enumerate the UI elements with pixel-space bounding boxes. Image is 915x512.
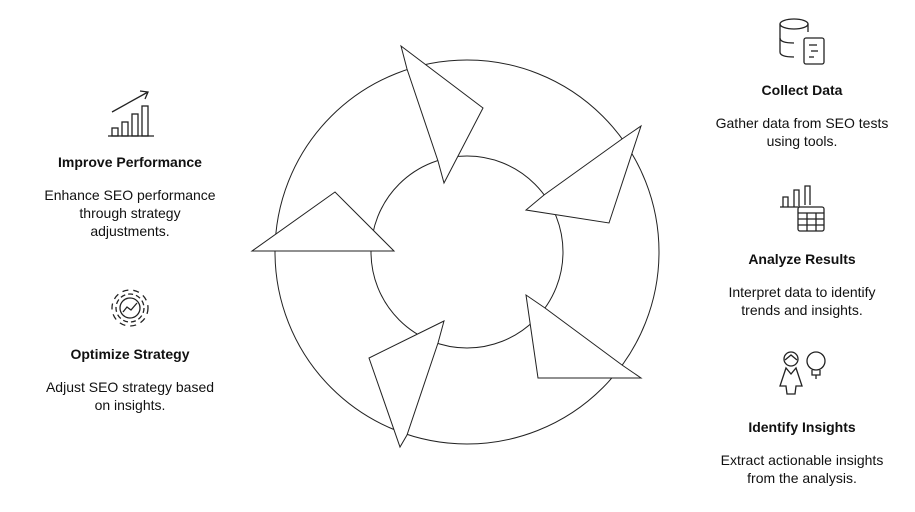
growth-chart-icon [108,90,154,137]
arrow-head-3 [525,293,643,379]
desc-line: through strategy [79,205,181,221]
step-identify-insights: Identify Insights Extract actionable ins… [692,418,912,487]
inner-ring [370,155,564,349]
step-title: Collect Data [761,82,843,98]
step-description: Adjust SEO strategy based on insights. [20,378,240,414]
desc-line: adjustments. [90,223,170,239]
step-title: Improve Performance [58,154,202,170]
arrow-head-5 [250,191,396,252]
step-description: Extract actionable insights from the ana… [692,451,912,487]
desc-line: using tools. [766,133,838,149]
database-document-icon [779,18,825,65]
outer-ring [274,59,660,445]
desc-line: Enhance SEO performance [44,187,216,203]
step-optimize-strategy: Optimize Strategy Adjust SEO strategy ba… [20,345,240,414]
arrow-head-4 [368,320,445,449]
step-description: Enhance SEO performance through strategy… [20,186,240,240]
step-improve-performance: Improve Performance Enhance SEO performa… [20,153,240,240]
step-description: Interpret data to identify trends and in… [692,283,912,319]
step-collect-data: Collect Data Gather data from SEO tests … [692,81,912,150]
step-title: Analyze Results [748,251,856,267]
desc-line: trends and insights. [741,302,863,318]
desc-line: Gather data from SEO tests [715,115,889,131]
step-title: Identify Insights [748,419,856,435]
desc-line: Interpret data to identify [728,284,876,300]
step-title: Optimize Strategy [70,346,190,362]
arrow-head-2 [524,124,642,224]
desc-line: Extract actionable insights [720,452,884,468]
person-lightbulb-icon [779,351,826,395]
step-description: Gather data from SEO tests using tools. [692,114,912,150]
desc-line: Adjust SEO strategy based [45,379,215,395]
desc-line: from the analysis. [747,470,857,486]
gear-icon [111,289,149,327]
step-analyze-results: Analyze Results Interpret data to identi… [692,250,912,319]
bar-table-icon [780,185,825,232]
arrow-head-1 [400,44,484,185]
desc-line: on insights. [94,397,166,413]
